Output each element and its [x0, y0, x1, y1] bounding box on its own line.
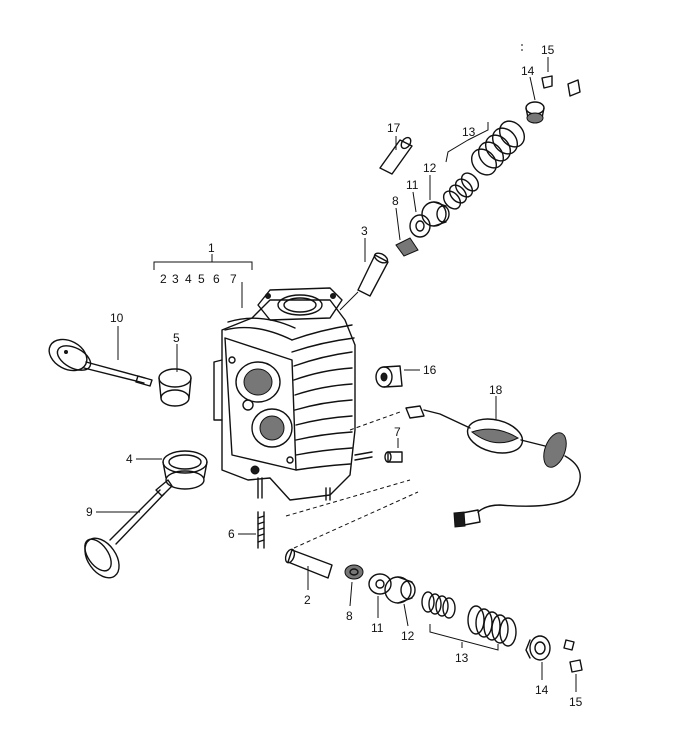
dowel-7 — [384, 451, 403, 463]
spring-seat-12-bottom — [384, 576, 416, 604]
valve-9 — [84, 479, 173, 579]
callout-2: 2 — [304, 593, 311, 607]
callout-12-bottom: 12 — [401, 629, 415, 643]
callout-1-group-6: 6 — [213, 272, 220, 286]
callout-12-top: 12 — [423, 161, 437, 175]
valve-guide-2 — [284, 548, 333, 579]
spring-retainer-14-top — [525, 101, 545, 124]
callout-17: 17 — [387, 121, 401, 135]
callout-7: 7 — [394, 425, 401, 439]
valve-10 — [48, 338, 153, 387]
washer-11-top — [409, 214, 431, 238]
callout-6: 6 — [228, 527, 235, 541]
stud-6 — [257, 511, 265, 549]
callout-1-group-4: 4 — [185, 272, 192, 286]
callout-15-top: 15 — [541, 43, 555, 57]
valve-springs-13-top — [442, 120, 526, 210]
valve-seat-4 — [162, 450, 208, 490]
callout-1-group-3: 3 — [172, 272, 179, 286]
callout-8-bottom: 8 — [346, 609, 353, 623]
valve-seat-5 — [158, 368, 192, 407]
callout-8-top: 8 — [392, 194, 399, 208]
washer-11-bottom — [368, 573, 392, 595]
valve-guide-3 — [357, 252, 389, 297]
callout-15-bottom: 15 — [569, 695, 583, 709]
callout-10: 10 — [110, 311, 124, 325]
sleeve-16 — [375, 365, 403, 388]
spring-retainer-14-bottom — [525, 635, 551, 661]
valve-keys-15-bottom — [563, 639, 583, 673]
cylinder-head — [213, 287, 373, 501]
callout-1: 1 — [208, 241, 215, 255]
valve-seal-8-bottom — [344, 564, 364, 580]
valve-seal-8-top — [395, 237, 419, 257]
callout-11-top: 11 — [406, 178, 419, 192]
callout-4: 4 — [126, 452, 133, 466]
pin-17 — [379, 136, 413, 175]
temperature-sensor-18 — [405, 405, 581, 528]
leader-lines — [96, 57, 577, 692]
callout-1-group-2: 2 — [160, 272, 167, 286]
callout-1-group-7: 7 — [230, 272, 237, 286]
callout-13-bottom: 13 — [455, 651, 469, 665]
valve-keys-15-top — [541, 75, 581, 97]
callout-14-bottom: 14 — [535, 683, 549, 697]
valve-springs-13-bottom — [421, 591, 517, 647]
callout-9: 9 — [86, 505, 93, 519]
callout-labels: 1 2 3 4 5 6 7 17 13 14 15 12 11 8 3 10 5… — [86, 43, 583, 709]
callout-1-group-5: 5 — [198, 272, 205, 286]
callout-3: 3 — [361, 224, 368, 238]
callout-11-bottom: 11 — [371, 621, 384, 635]
callout-14-top: 14 — [521, 64, 535, 78]
callout-5: 5 — [173, 331, 180, 345]
callout-13-top: 13 — [462, 125, 476, 139]
spring-seat-12-top — [421, 201, 450, 227]
callout-18: 18 — [489, 383, 503, 397]
callout-16: 16 — [423, 363, 437, 377]
